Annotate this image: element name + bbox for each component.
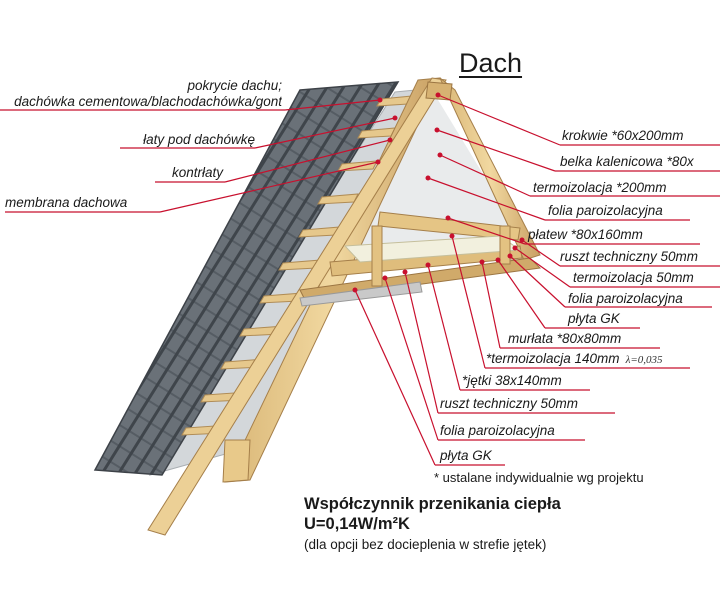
label-platew: płatew *80x160mm [528,227,643,242]
label-folia-2: folia paroizolacyjna [568,291,683,306]
heat-coefficient: Współczynnik przenikania ciepła U=0,14W/… [304,494,561,534]
label-plyta-1: płyta GK [568,311,620,326]
label-belka-kalenicowa: belka kalenicowa *80x [560,154,694,169]
coefficient-title: Współczynnik przenikania ciepła [304,495,561,513]
roof-tiles [93,81,400,476]
ridge-beam [425,81,453,101]
footnote: * ustalane indywidualnie wg projektu [434,470,644,485]
purlin [377,211,521,241]
label-murlata: murłata *80x80mm [508,331,622,346]
coefficient-note: (dla opcji bez docieplenia w strefie jęt… [304,537,547,552]
foot-left [222,439,251,483]
label-jetki: *jętki 38x140mm [462,373,562,388]
label-laty: łaty pod dachówkę [143,132,255,147]
label-folia-3: folia paroizolacyjna [440,423,555,438]
label-plyta-2: płyta GK [440,448,492,463]
label-termoizolacja-200: termoizolacja *200mm [533,180,667,195]
base-board [299,281,423,307]
leader-dots [352,92,525,293]
label-termoizolacja-50: termoizolacja 50mm [573,270,694,285]
post-right [499,225,511,265]
label-pokrycie-2: dachówka cementowa/blachodachówka/gont [14,94,282,109]
label-folia-1: folia paroizolacyjna [548,203,663,218]
diagram-title: Dach [459,48,523,78]
ceiling-insulation [343,235,522,263]
leader-lines-left [0,99,396,213]
label-membrana: membrana dachowa [5,195,128,210]
coefficient-value: U=0,14W/m²K [304,515,410,533]
label-ruszt-2: ruszt techniczny 50mm [440,396,579,411]
leader-lines-right [354,94,720,466]
label-ruszt-1: ruszt techniczny 50mm [560,249,699,264]
label-krokwie: krokwie *60x200mm [562,128,684,143]
post-left [371,225,383,287]
label-kontrlaty: kontrłaty [171,165,223,180]
label-pokrycie-1: pokrycie dachu; [187,78,282,93]
lambda-value: λ=0,035 [625,354,663,366]
